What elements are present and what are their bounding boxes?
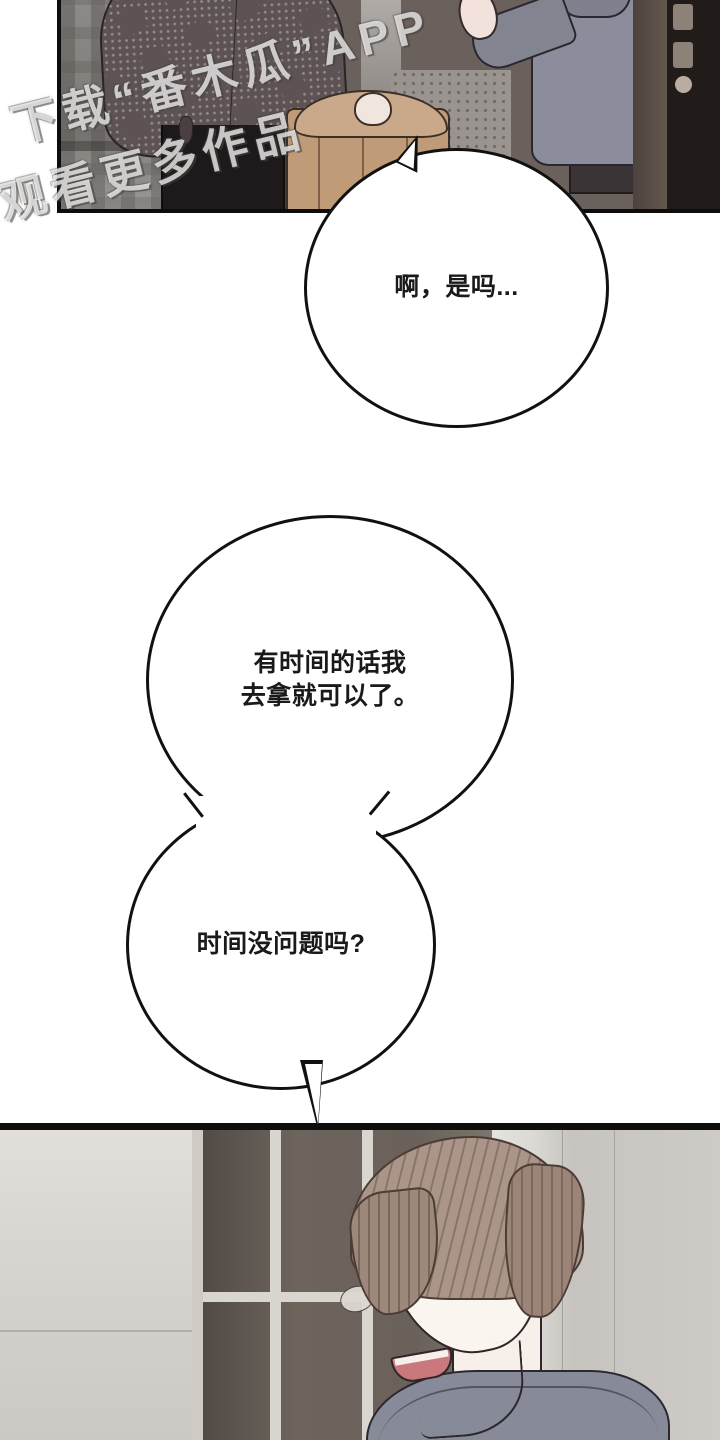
bag-fold bbox=[362, 126, 364, 209]
entry-door bbox=[633, 0, 720, 209]
panel-bottom-artwork bbox=[0, 1130, 720, 1440]
man-shirt bbox=[366, 1370, 670, 1440]
smiling-man bbox=[326, 1130, 670, 1440]
man-hair-bangs bbox=[345, 1185, 447, 1319]
door-slot bbox=[673, 42, 693, 68]
speech-bubble-1-text: 啊，是吗... bbox=[394, 273, 519, 302]
coat-button bbox=[179, 116, 193, 144]
window-frame-left bbox=[192, 1130, 203, 1440]
wall-left bbox=[0, 1130, 192, 1440]
door-knob bbox=[675, 76, 692, 93]
speech-bubble-1: 啊，是吗... bbox=[304, 131, 609, 428]
door-panel bbox=[667, 0, 720, 209]
panel-bottom bbox=[0, 1123, 720, 1440]
window-mullion-vertical bbox=[270, 1130, 281, 1440]
speech-bubble-3-tail bbox=[300, 1060, 323, 1130]
bag-knot bbox=[354, 92, 392, 126]
speech-bubble-2: 有时间的话我 去拿就可以了。 bbox=[146, 515, 514, 845]
panel-top-artwork bbox=[61, 0, 720, 209]
speech-bubble-2-text: 有时间的话我 去拿就可以了。 bbox=[240, 648, 420, 711]
speech-bubble-join-mask bbox=[196, 796, 376, 856]
panel-top bbox=[57, 0, 720, 213]
wall-corner-edge bbox=[614, 1130, 615, 1440]
man-hair-side bbox=[498, 1161, 588, 1321]
door-slot bbox=[673, 4, 693, 30]
speech-bubble-3-text: 时间没问题吗? bbox=[196, 930, 366, 959]
bag-fold bbox=[318, 126, 320, 209]
